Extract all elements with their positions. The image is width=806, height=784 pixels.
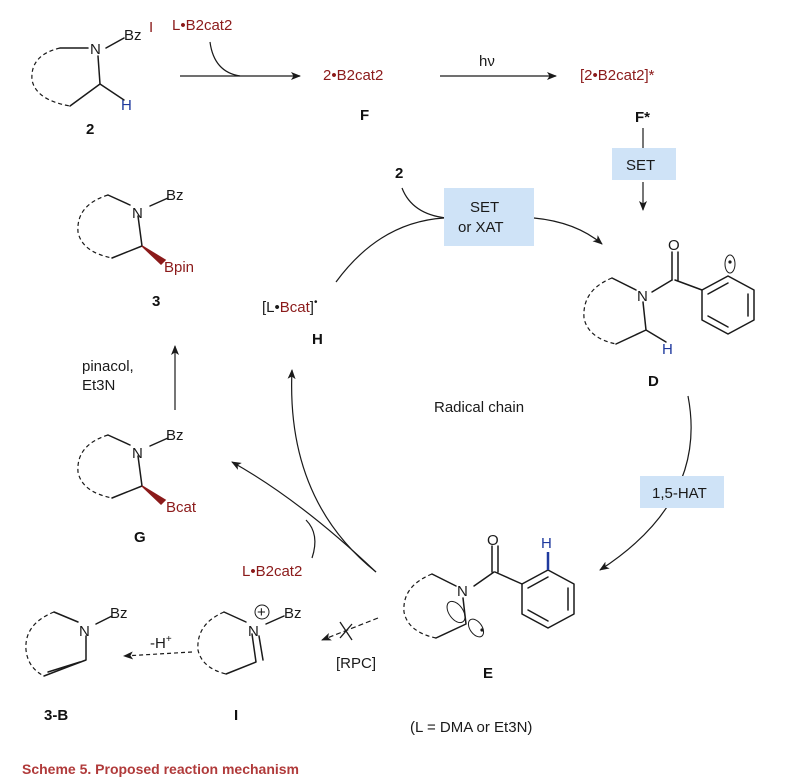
arrow-E-to-I-blocked xyxy=(321,617,379,641)
label-2: 2 xyxy=(86,121,94,138)
label-3: 3 xyxy=(152,293,160,310)
label-3B: 3-B xyxy=(44,707,68,724)
n-atom: N xyxy=(637,288,648,305)
radical-chain-label: Radical chain xyxy=(434,399,524,416)
reagent-curve-mid xyxy=(305,519,316,559)
arrow-I-to-3B xyxy=(123,651,193,660)
compound-3: N Bz Bpin 3 xyxy=(77,187,194,310)
bz-group: Bz xyxy=(284,605,302,622)
reagent-et3n: Et3N xyxy=(82,377,115,394)
h-atom-blue: H xyxy=(541,535,552,552)
bz-group: Bz xyxy=(166,427,184,444)
label-I: I xyxy=(234,707,238,724)
bz-group: Bz xyxy=(166,187,184,204)
svg-text:+: + xyxy=(257,604,266,621)
h-atom: H xyxy=(121,97,132,114)
n-atom: N xyxy=(79,623,90,640)
bcat-group: Bcat xyxy=(166,499,197,516)
bz-group: Bz xyxy=(124,27,142,44)
compound-2: N Bz I H 2 xyxy=(31,19,153,138)
reagent-curve xyxy=(209,41,241,77)
compound-G: N Bz Bcat G xyxy=(77,427,197,546)
set-box-label: SET xyxy=(626,157,655,174)
o-atom: O xyxy=(668,237,680,254)
reagent-2: 2 xyxy=(395,165,403,182)
reagent-l-b2cat2-top: L•B2cat2 xyxy=(172,17,232,34)
label-F: F xyxy=(360,107,369,124)
label-E: E xyxy=(483,665,493,682)
bz-group: Bz xyxy=(110,605,128,622)
species-F: 2•B2cat2 xyxy=(323,67,383,84)
label-G: G xyxy=(134,529,146,546)
label-H: H xyxy=(312,331,323,348)
arrow-E-to-H xyxy=(287,369,377,573)
set-xat-line2: or XAT xyxy=(458,219,504,236)
o-atom: O xyxy=(487,532,499,549)
chain-arc-H-to-box xyxy=(335,217,445,283)
hat-box xyxy=(640,476,724,508)
arrow-E-to-G xyxy=(231,461,377,573)
bz-superscript: I xyxy=(149,19,153,36)
rpc-label: [RPC] xyxy=(336,655,376,672)
reagent-l-b2cat2-mid: L•B2cat2 xyxy=(242,563,302,580)
reagent-pinacol: pinacol, xyxy=(82,358,134,375)
species-Fstar: [2•B2cat2]* xyxy=(580,67,655,84)
n-atom: N xyxy=(248,623,259,640)
hat-box-label: 1,5-HAT xyxy=(652,485,707,502)
n-atom: N xyxy=(132,205,143,222)
reagent-minus-h: -H+ xyxy=(150,634,172,652)
bpin-group: Bpin xyxy=(164,259,194,276)
compound-D: N O H D xyxy=(583,237,755,390)
species-H-radical: [L•Bcat]• xyxy=(262,297,318,316)
set-xat-box xyxy=(444,188,534,246)
n-atom: N xyxy=(457,583,468,600)
curve-2-into-box xyxy=(401,187,447,219)
scheme-caption: Scheme 5. Proposed reaction mechanism xyxy=(22,761,299,777)
compound-E: N O H E xyxy=(403,532,575,682)
n-atom: N xyxy=(132,445,143,462)
set-xat-line1: SET xyxy=(470,199,499,216)
compound-I: + N Bz I xyxy=(197,604,302,724)
radical-orbital xyxy=(724,254,736,274)
label-Fstar: F* xyxy=(635,109,650,126)
chain-arc-box-to-D xyxy=(533,217,603,245)
hv-label: hν xyxy=(479,53,495,70)
l-definition: (L = DMA or Et3N) xyxy=(410,719,532,736)
set-box xyxy=(612,148,676,180)
label-D: D xyxy=(648,373,659,390)
n-atom: N xyxy=(90,41,101,58)
h-atom: H xyxy=(662,341,673,358)
compound-3B: N Bz 3-B xyxy=(25,605,128,724)
